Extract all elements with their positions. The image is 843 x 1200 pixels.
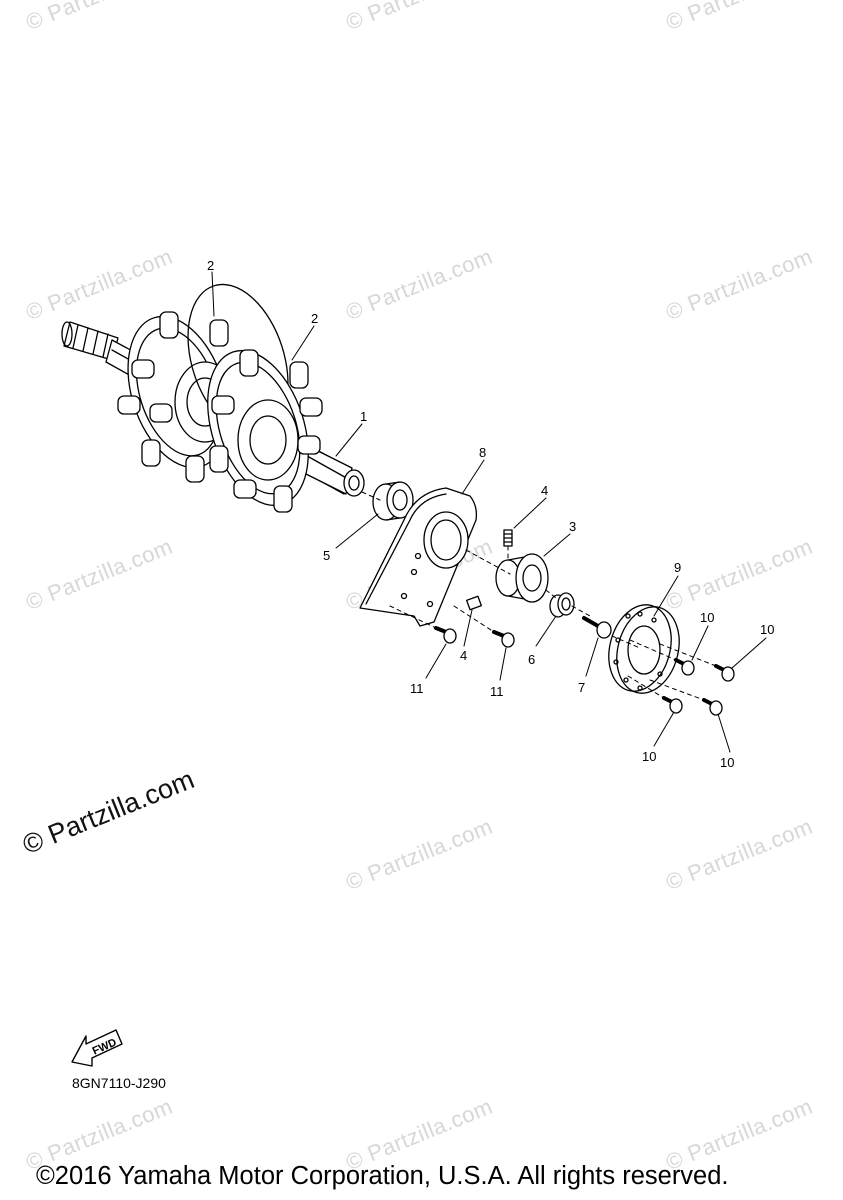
- callout-1: 1: [360, 409, 367, 424]
- callout-numbers: 2 2 1 8 4 3 9 5 4 6 7 10 10 10 10 11 11: [207, 258, 774, 770]
- leader-lines: [211, 271, 767, 753]
- copyright-notice: ©2016 Yamaha Motor Corporation, U.S.A. A…: [36, 1162, 729, 1190]
- bracket-bolt: [434, 626, 515, 648]
- callout-10: 10: [700, 610, 714, 625]
- callout-9: 9: [674, 560, 681, 575]
- callout-2: 2: [311, 311, 318, 326]
- fwd-arrow-icon: FWD: [71, 1029, 123, 1067]
- collar: [372, 481, 414, 521]
- flange-bolt: [662, 658, 735, 716]
- callout-4: 4: [541, 483, 548, 498]
- callout-10: 10: [760, 622, 774, 637]
- bearing-housing: [359, 487, 478, 627]
- callout-5: 5: [323, 548, 330, 563]
- bearing: [495, 553, 549, 603]
- assembly-lines: [361, 491, 717, 701]
- callout-11: 11: [490, 684, 504, 699]
- callout-7: 7: [578, 680, 585, 695]
- callout-4: 4: [460, 648, 467, 663]
- callout-3: 3: [569, 519, 576, 534]
- callout-11: 11: [410, 681, 424, 696]
- callout-6: 6: [528, 652, 535, 667]
- callout-10: 10: [720, 755, 734, 770]
- diagram-code: 8GN7110-J290: [72, 1075, 166, 1091]
- spacer: [549, 592, 575, 618]
- callout-10: 10: [642, 749, 656, 764]
- bolt: [582, 616, 612, 639]
- flange-plate: [608, 604, 680, 694]
- callout-8: 8: [479, 445, 486, 460]
- sprocket-right: [207, 349, 323, 513]
- callout-2: 2: [207, 258, 214, 273]
